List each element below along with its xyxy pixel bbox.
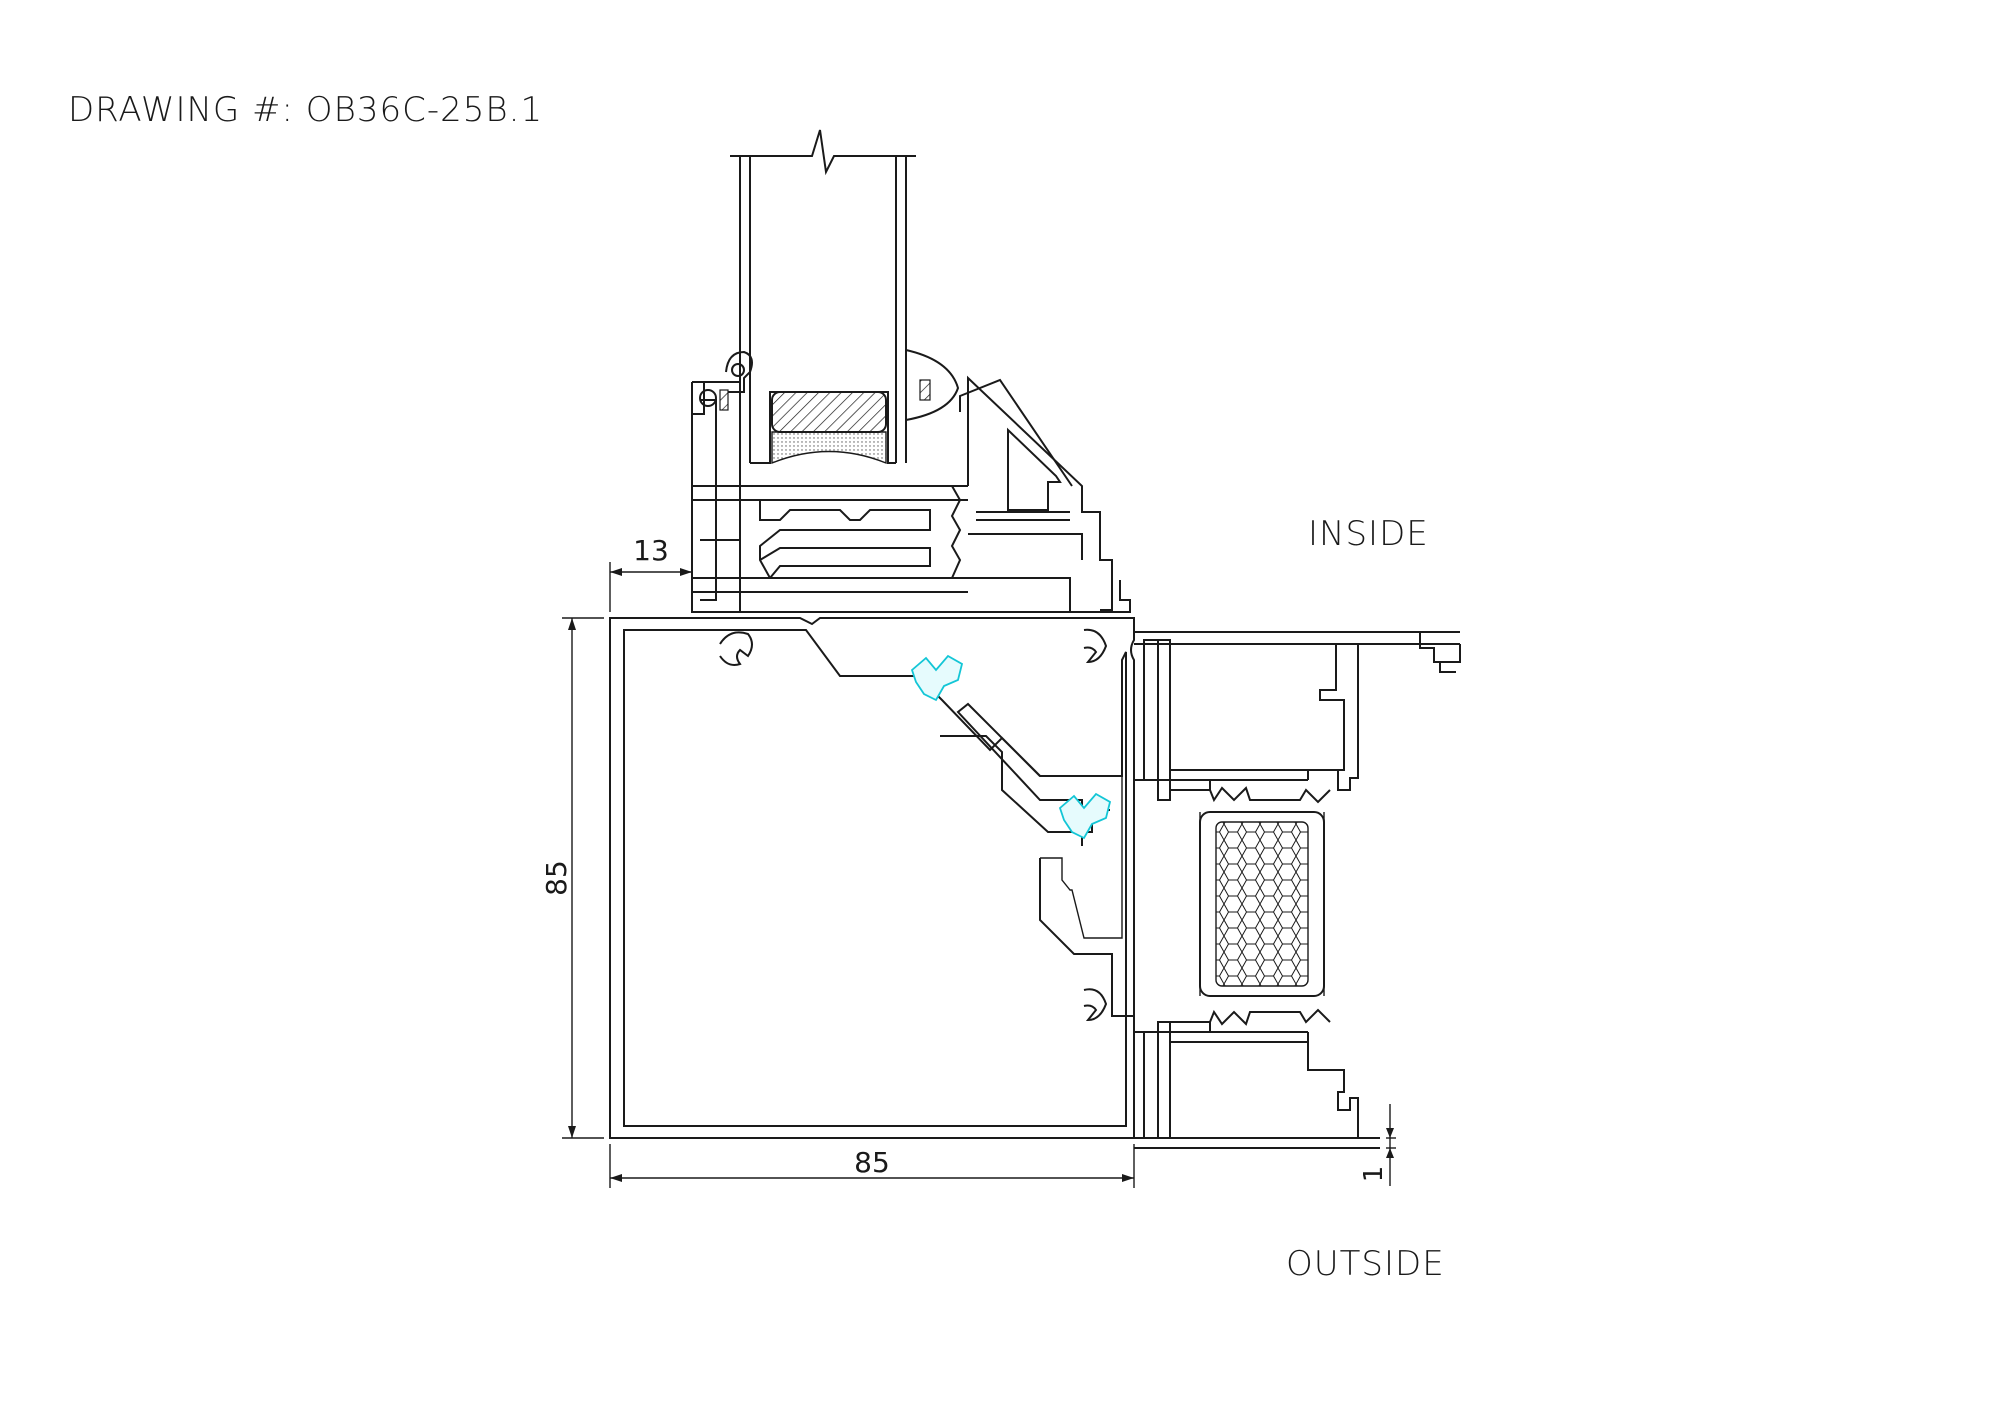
drawing-title: DRAWING #: OB36C-25B.1 — [68, 90, 544, 130]
glazing-gaskets — [719, 349, 960, 421]
outer-frame-profile — [1134, 631, 1461, 1149]
outside-label: OUTSIDE — [1286, 1244, 1445, 1284]
dimension-gap: 1 — [1359, 1166, 1389, 1183]
thermal-break-strips — [910, 654, 1112, 840]
inside-label: INSIDE — [1308, 514, 1429, 554]
dimension-top-offset: 13 — [633, 534, 669, 567]
dimension-width: 85 — [854, 1146, 890, 1179]
dimension-height: 85 — [540, 860, 573, 896]
sash-profile — [691, 375, 1131, 613]
dimension-lines — [562, 562, 1396, 1188]
glass-unit — [730, 129, 916, 465]
frame-profile — [609, 617, 1135, 1139]
